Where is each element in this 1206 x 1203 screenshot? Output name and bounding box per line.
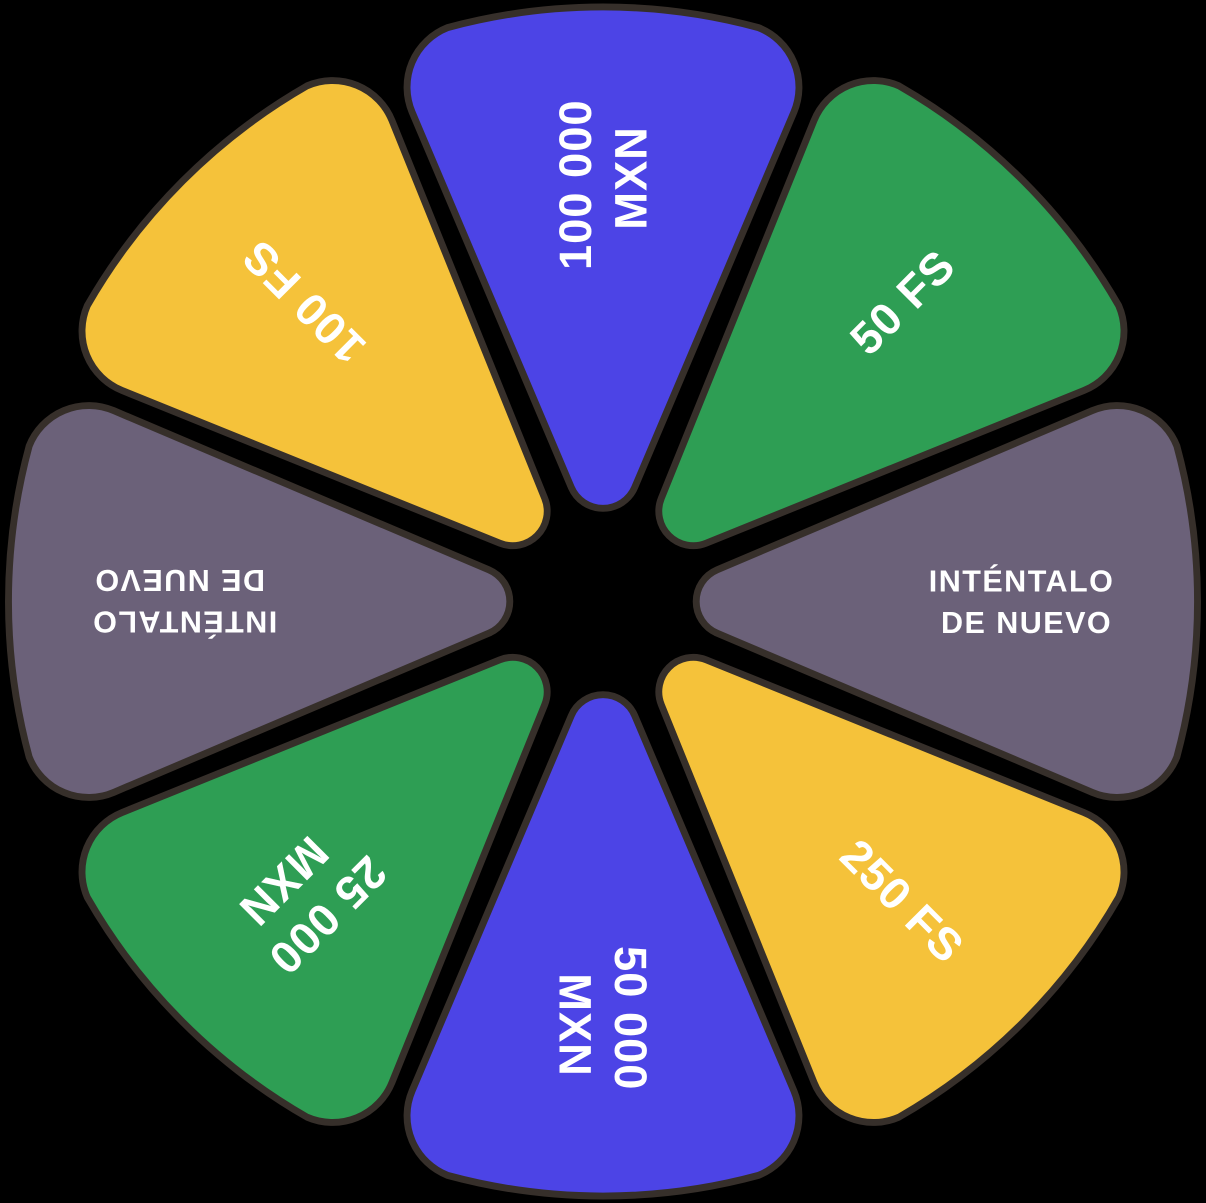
segment-label-line1: 50 000 [605, 946, 656, 1090]
segment-label: INTÉNTALO DE NUEVO [82, 563, 278, 639]
wheel-segment-bottom-right[interactable]: 250 FS [530, 529, 1162, 1161]
segment-label-line1: 100 000 [550, 99, 601, 270]
segment-label-line2: DE NUEVO [94, 563, 265, 597]
wheel-segment-bottom[interactable]: 50 000 MXN [403, 691, 803, 1200]
segment-shape [403, 691, 803, 1200]
segment-label-line1: INTÉNTALO [92, 604, 278, 639]
wheel-segment-top-left[interactable]: 100 FS [44, 43, 676, 675]
segment-label: INTÉNTALO DE NUEVO [929, 564, 1125, 640]
segment-shape [403, 3, 803, 512]
segment-shape [78, 653, 551, 1126]
segment-label-line2: MXN [550, 973, 601, 1077]
wheel-segment-bottom-left[interactable]: 25 000 MXN [44, 529, 676, 1161]
segment-label-line2: DE NUEVO [941, 606, 1112, 640]
wheel-segment-top[interactable]: 100 000 MXN [403, 3, 803, 512]
segment-shape [5, 402, 514, 801]
segment-label: 100 000 MXN [550, 86, 656, 270]
segment-shape [655, 77, 1128, 550]
segment-label: 50 000 MXN [550, 946, 656, 1104]
segment-shape [692, 402, 1201, 801]
segment-label-line2: MXN [605, 126, 656, 230]
segment-label-line1: INTÉNTALO [929, 564, 1115, 599]
segment-shape [655, 653, 1128, 1126]
wheel-segment-right[interactable]: INTÉNTALO DE NUEVO [692, 402, 1201, 801]
segment-shape [78, 77, 551, 550]
wheel-segment-left[interactable]: INTÉNTALO DE NUEVO [5, 402, 514, 801]
wheel-segment-top-right[interactable]: 50 FS [530, 43, 1162, 675]
